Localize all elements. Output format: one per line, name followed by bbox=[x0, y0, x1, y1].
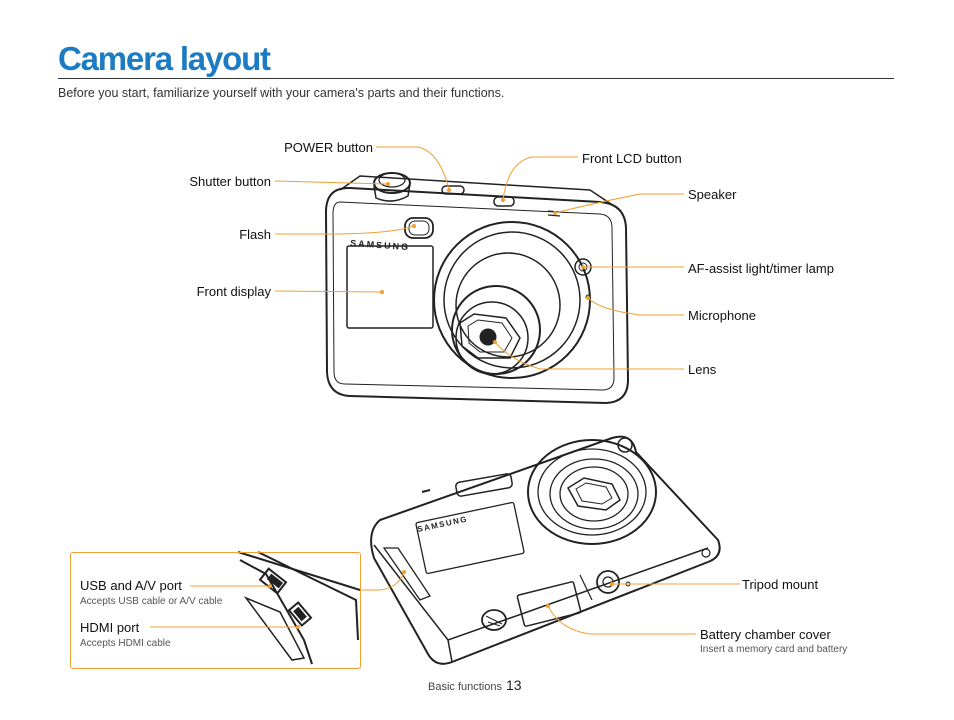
camera-bottom-illustration bbox=[370, 435, 721, 665]
label-front-display: Front display bbox=[196, 284, 271, 299]
label-speaker: Speaker bbox=[688, 187, 737, 202]
ports-inset-box bbox=[70, 552, 361, 669]
footer-section: Basic functions bbox=[428, 681, 502, 693]
camera-brand-front: SAMSUNG bbox=[350, 238, 411, 252]
label-front-lcd-button: Front LCD button bbox=[582, 151, 682, 166]
camera-front-illustration bbox=[324, 172, 630, 405]
bottom-leader-dots bbox=[268, 570, 614, 629]
page-number: 13 bbox=[505, 677, 522, 693]
label-microphone: Microphone bbox=[688, 308, 756, 323]
label-af-assist: AF-assist light/timer lamp bbox=[688, 261, 834, 276]
title-divider bbox=[58, 78, 894, 79]
note-hdmi-port: Accepts HDMI cable bbox=[80, 638, 171, 649]
label-tripod-mount: Tripod mount bbox=[742, 577, 819, 592]
label-shutter-button: Shutter button bbox=[189, 174, 271, 189]
note-usb-port: Accepts USB cable or A/V cable bbox=[80, 596, 223, 607]
page-title: Camera layout bbox=[58, 40, 271, 77]
label-flash: Flash bbox=[239, 227, 271, 242]
label-battery-cover: Battery chamber cover bbox=[700, 627, 831, 642]
front-leader-dots bbox=[380, 182, 590, 344]
port-detail-illustration bbox=[237, 551, 361, 665]
bottom-leader-lines bbox=[150, 571, 740, 635]
label-hdmi-port: HDMI port bbox=[80, 620, 140, 635]
label-lens: Lens bbox=[688, 362, 717, 377]
page-subtitle: Before you start, familiarize yourself w… bbox=[58, 86, 505, 100]
note-battery-cover: Insert a memory card and battery bbox=[700, 644, 848, 655]
label-power-button: POWER button bbox=[284, 140, 373, 155]
front-leader-lines bbox=[274, 146, 684, 370]
label-usb-port: USB and A/V port bbox=[80, 578, 182, 593]
